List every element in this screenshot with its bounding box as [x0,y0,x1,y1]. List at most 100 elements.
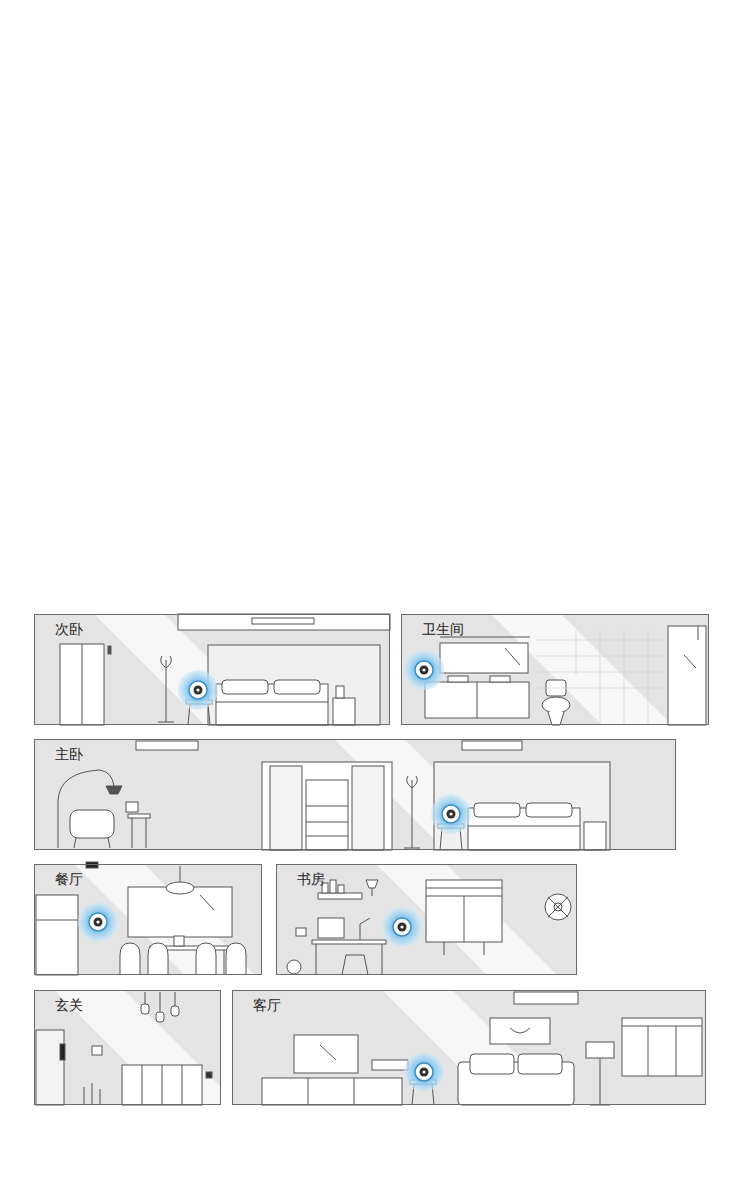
room-walls-part [34,864,262,975]
entrance-furniture-part [160,992,161,1012]
room-walls-part [34,739,676,850]
dining-furniture-part [200,895,214,910]
bathroom-fixtures-part [490,676,510,682]
study-furniture-part [444,942,445,955]
master-bedroom-furniture-part [270,766,302,850]
entrance-furniture-part [92,1046,102,1055]
entrance-furniture-part [60,1044,65,1060]
study-furniture-part [545,894,571,920]
bathroom-fixtures-part-part [536,656,662,657]
master-bedroom-furniture-part [306,806,348,807]
room-label: 书房 [297,870,325,888]
bathroom-fixtures-part-part [600,630,601,725]
living-furniture-part [320,1045,336,1060]
bedroom2-furniture-part [166,660,167,722]
dining-furniture-part [148,943,168,975]
bathroom-fixtures-part-part [576,630,577,675]
entrance-furniture-part [156,1012,164,1022]
bedroom2-furniture-part [274,680,320,694]
bathroom-fixtures-part-part [536,640,662,641]
bathroom-fixtures-part-part [624,630,625,725]
room-label: 玄关 [55,996,83,1014]
master-bedroom-furniture-part [526,803,572,817]
living-furniture [262,992,702,1105]
study-furniture-part [484,942,485,955]
bedroom2-furniture-part [178,614,390,630]
master-bedroom-furniture-part [474,803,520,817]
bedroom2-furniture-part [161,656,172,668]
room-walls-part [232,990,706,1105]
living-furniture-part [648,1026,649,1076]
study-furniture-part [426,888,502,889]
master-bedroom-furniture-part [108,838,110,848]
entrance-furniture-part [141,1004,149,1014]
sensor-device-part [404,1052,444,1092]
bathroom-fixtures-part-part [536,672,662,673]
study-furniture-part [330,880,336,893]
master-bedroom-furniture-part [306,780,348,850]
master-bedroom-furniture-part [146,818,147,848]
bedroom2-furniture-part [208,704,210,725]
study-furniture-part [366,880,378,888]
living-furniture-part [600,1058,601,1105]
bathroom-fixtures-part [440,643,528,673]
bedroom2-furniture [60,614,390,725]
room-walls-part-part [34,739,676,850]
master-bedroom-furniture-part [70,810,114,838]
room-walls-part-part [34,864,262,975]
master-bedroom-furniture-part [126,802,138,812]
living-furniture-part [490,1018,550,1044]
living-furniture-part [622,1018,702,1076]
dining-furniture-part [224,950,225,975]
entrance-furniture [36,992,212,1105]
entrance-furniture-part [206,1072,212,1078]
living-furniture-part [514,992,578,1004]
master-bedroom-furniture-part [58,770,114,848]
dining-furniture-part [36,895,78,975]
study-furniture-part [548,897,568,917]
entrance-furniture-part [36,1030,64,1105]
master-bedroom-furniture-part [407,776,418,788]
master-bedroom-furniture-part [412,780,413,848]
bathroom-fixtures-part [542,697,570,713]
room-box: 次卧 [34,614,390,725]
room-box: 主卧 [34,739,676,850]
study-furniture-part [342,955,368,975]
room-box: 玄关 [34,990,221,1105]
bedroom2-furniture-part [216,702,328,703]
dining-furniture-part [166,882,194,894]
bedroom2-furniture-part [252,618,314,624]
dining-furniture-part [174,936,184,946]
bathroom-fixtures-part [448,676,468,682]
room-walls-part-part [232,990,706,1105]
study-furniture-part [287,960,301,974]
room-label: 次卧 [55,620,83,638]
sensor-device-part [404,650,444,690]
study-furniture-part [296,928,306,936]
room-box: 卫生间 [401,614,709,725]
bedroom2-furniture-part [82,644,83,725]
bathroom-fixtures-part [698,626,699,640]
master-bedroom-furniture-part [106,786,122,794]
living-furniture-part [372,1060,408,1070]
room-walls-part [276,864,577,975]
study-furniture-part [426,880,502,942]
sensor-device-part [78,902,118,942]
entrance-furniture-part [162,1065,163,1105]
living-furniture-part [586,1042,614,1058]
bathroom-fixtures-part [668,626,706,725]
room-label: 卫生间 [422,620,464,638]
living-furniture-part [510,1028,530,1033]
dining-furniture-part [120,943,140,975]
living-furniture-part [354,1078,355,1105]
room-walls-part-part [276,864,577,975]
dining-furniture [36,862,246,975]
room-walls-part-part [54,990,221,1105]
bedroom2-furniture-part [60,644,104,725]
living-furniture-part [470,1054,514,1074]
study-furniture-part [464,896,465,942]
bedroom2-furniture-part [158,722,174,723]
room-walls-part [34,990,221,1105]
bedroom2-furniture-part [333,698,355,725]
